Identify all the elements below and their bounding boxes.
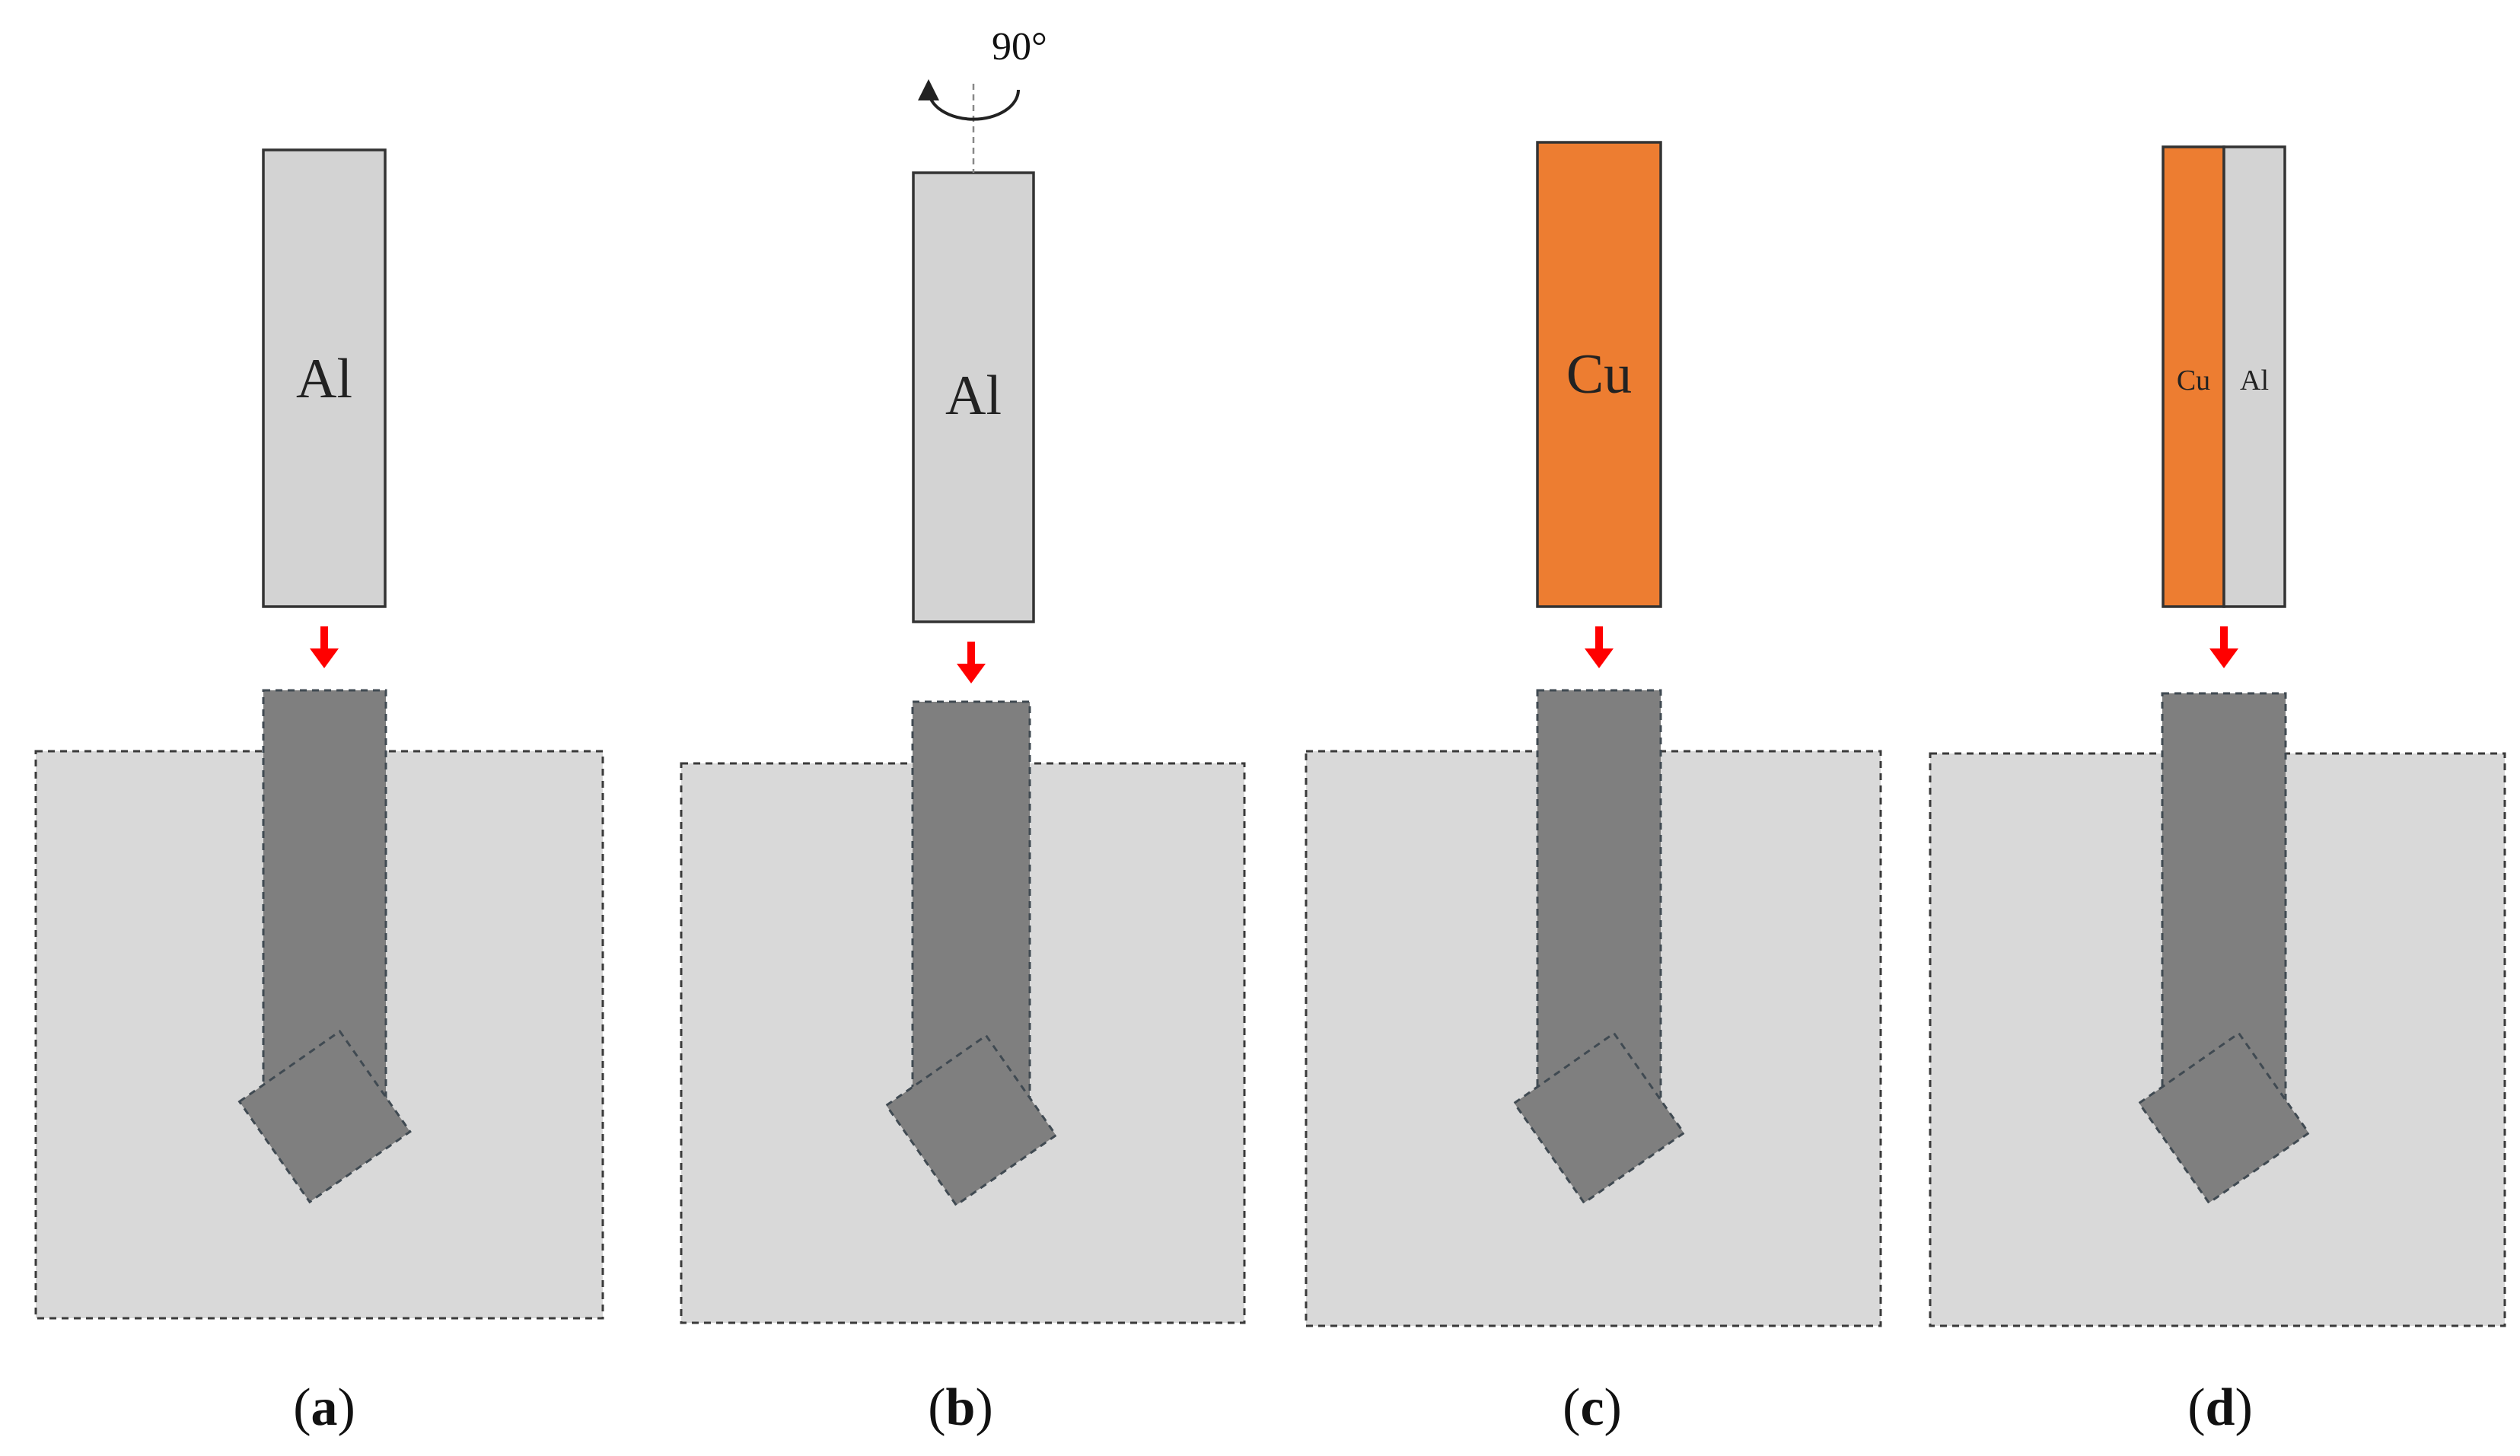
- billet-label-al: Al: [2240, 365, 2269, 397]
- exit-channel: [237, 1029, 412, 1204]
- billet-al: [912, 171, 1035, 623]
- billet-cu-layer: [2162, 145, 2225, 608]
- panel-b: Al 90° (b): [680, 25, 1246, 1437]
- billet-label-al: Al: [296, 348, 352, 410]
- billet-al: [262, 148, 387, 608]
- billet-label-al: Al: [945, 365, 1002, 427]
- rotation-angle-label: 90°: [992, 25, 1047, 68]
- press-arrow: [1585, 626, 1614, 668]
- press-arrow: [2209, 626, 2238, 668]
- caption-a: (a): [293, 1378, 355, 1437]
- exit-channel: [884, 1034, 1058, 1207]
- press-arrow: [310, 626, 339, 668]
- panel-c: Cu (c): [1305, 141, 1882, 1437]
- panel-d: Cu Al (d): [1929, 145, 2506, 1437]
- caption-b: (b): [928, 1378, 993, 1437]
- billet-label-cu: Cu: [1566, 343, 1632, 406]
- exit-channel: [1512, 1031, 1686, 1205]
- billet-label-cu: Cu: [2177, 365, 2210, 397]
- rotation-indicator: 90°: [918, 25, 1047, 173]
- press-arrow: [957, 642, 986, 683]
- billet-al-layer: [2222, 145, 2286, 608]
- exit-channel: [2137, 1031, 2311, 1205]
- billet-cu: [1536, 141, 1662, 608]
- caption-c: (c): [1563, 1378, 1622, 1437]
- caption-d: (d): [2187, 1378, 2253, 1437]
- panel-a: Al (a): [34, 148, 604, 1437]
- rotation-arrow-icon: [918, 79, 1020, 121]
